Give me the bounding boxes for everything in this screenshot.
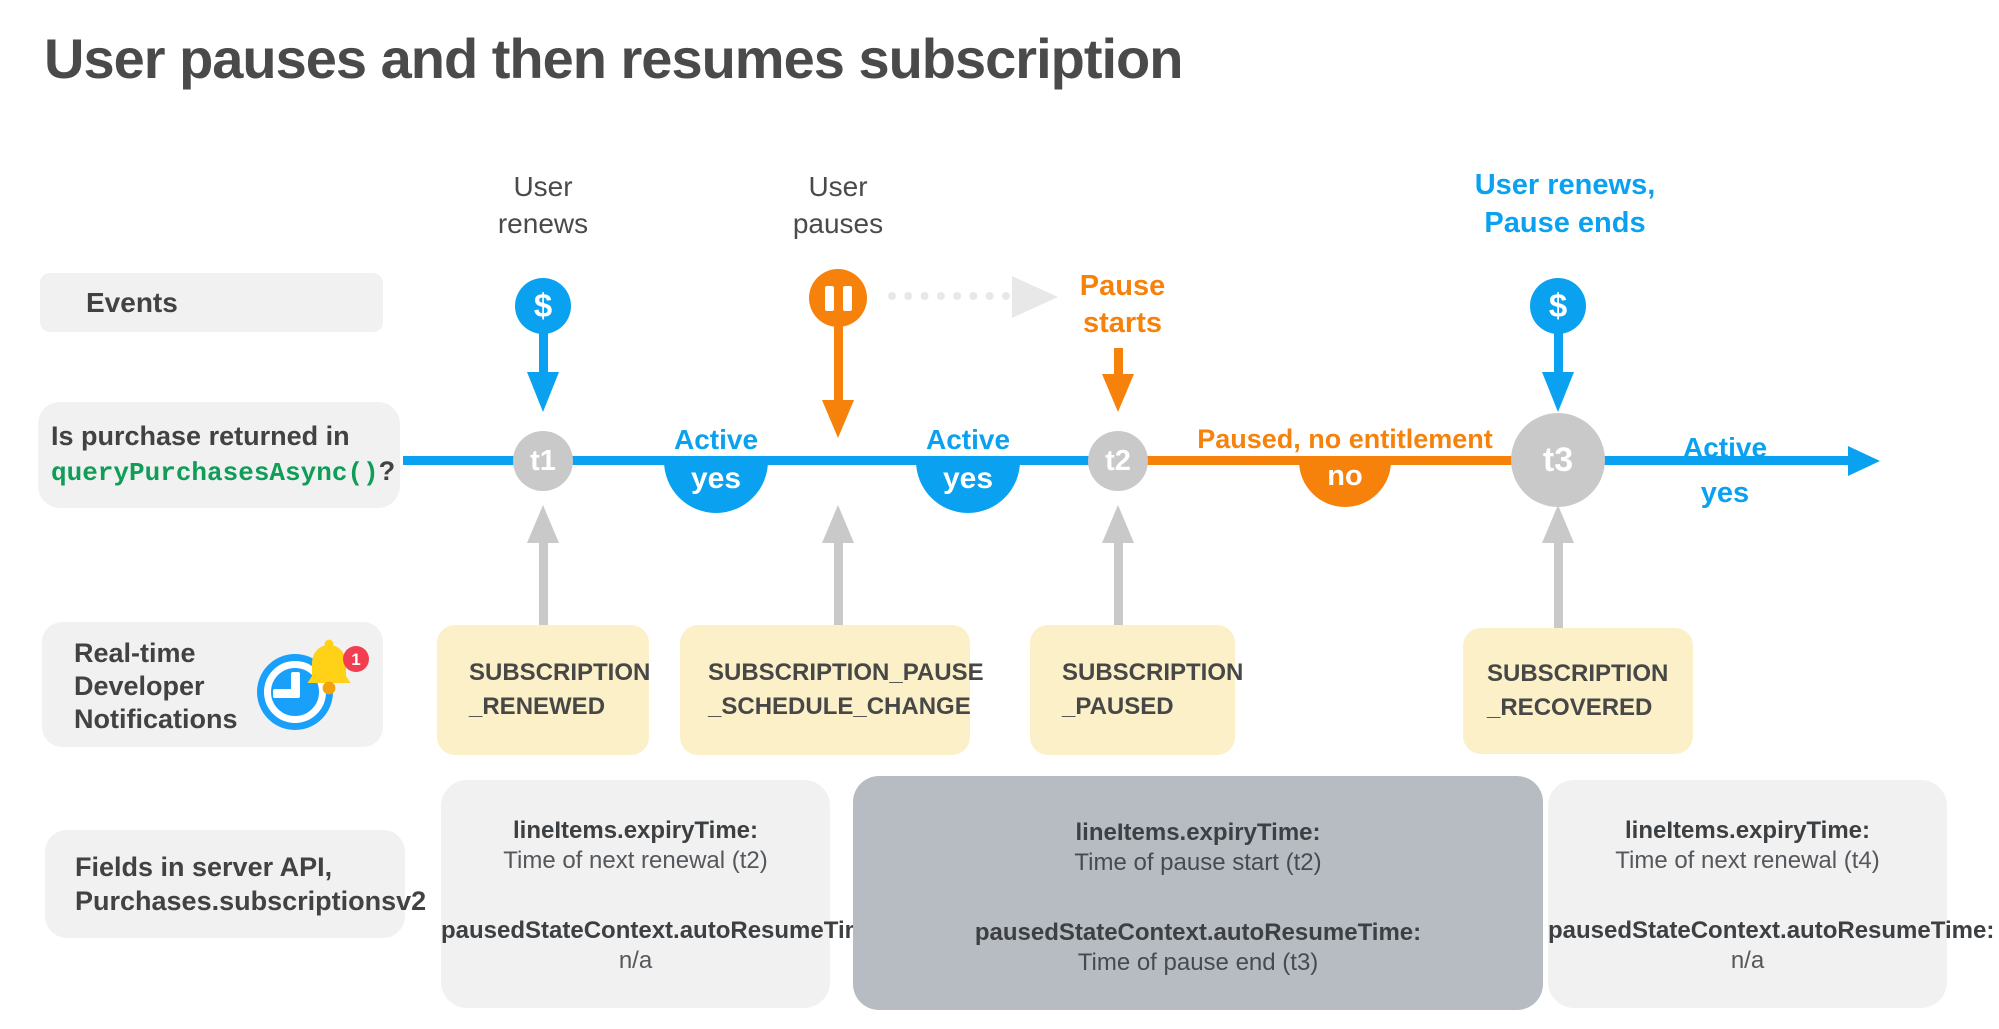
pause-arrow-head: [822, 400, 854, 438]
dotted-arrow-line: [888, 292, 1010, 300]
rtdn-arrow-head-1: [527, 505, 559, 543]
event-user-pauses-label: User pauses: [738, 168, 938, 242]
page-title: User pauses and then resumes subscriptio…: [44, 27, 1183, 90]
pause-bar-right: [842, 285, 852, 311]
event-user-renews-pause-ends-label: User renews, Pause ends: [1435, 166, 1695, 242]
purchase-question-suffix: ?: [378, 456, 396, 486]
field-box-recovered: lineItems.expiryTime: Time of next renew…: [1548, 780, 1995, 1008]
entitlement-yes-label-3: yes: [1700, 477, 1750, 509]
server-api-row-label: Fields in server API, Purchases.subscrip…: [45, 830, 427, 938]
rtdn-label-line2: Developer: [74, 671, 205, 701]
renew1-arrow-stem: [539, 332, 548, 374]
event-user-renews-line1: User: [513, 171, 573, 202]
events-row-label: Events: [40, 273, 383, 332]
rtdn-arrow-stem-2: [834, 543, 843, 628]
event-renews-again-line1: User renews,: [1474, 169, 1656, 201]
event-user-pauses-line2: pauses: [792, 208, 884, 239]
event-renews-again-line2: Pause ends: [1484, 207, 1646, 239]
rtdn-arrow-head-2: [822, 505, 854, 543]
pause-starts-line1: Pause: [1079, 270, 1166, 302]
rtdn-row-label: Real-time Developer Notifications 1: [42, 622, 383, 747]
notification-text: SUBSCRIPTION: [1062, 659, 1244, 686]
rtdn-arrow-stem-3: [1114, 543, 1123, 628]
rtdn-label-line3: Notifications: [74, 704, 238, 734]
purchase-question-line1: Is purchase returned in: [51, 421, 350, 451]
event-user-renews-line2: renews: [497, 208, 589, 239]
field-name: lineItems.expiryTime:: [1075, 819, 1321, 846]
notification-text: SUBSCRIPTION: [469, 659, 651, 686]
event-user-pauses-line1: User: [808, 171, 868, 202]
timeline-segment-active-2: [1558, 456, 1850, 465]
pause-starts-label: Pause starts: [1040, 268, 1205, 342]
field-value: Time of pause start (t2): [1074, 849, 1322, 876]
rtdn-arrow-stem-1: [539, 543, 548, 628]
renew2-arrow-stem: [1554, 332, 1563, 374]
clock-minute-hand: [291, 672, 300, 698]
renew1-arrow-head: [527, 372, 559, 412]
state-active-label-3: Active: [1682, 432, 1768, 463]
event-user-renews-label: User renews: [443, 168, 643, 242]
timeline-node-t2: t2: [1088, 431, 1148, 491]
notification-text: _RECOVERED: [1487, 694, 1653, 721]
renew2-arrow-head: [1542, 372, 1574, 412]
field-value: Time of next renewal (t2): [503, 847, 768, 874]
timeline-node-t1: t1: [513, 431, 573, 491]
dollar-icon: $: [515, 278, 571, 334]
rtdn-arrow-head-3: [1102, 505, 1134, 543]
dollar-icon: $: [1530, 278, 1586, 334]
purchase-question-row-label: Is purchase returned in queryPurchasesAs…: [38, 402, 400, 508]
clock-face: [264, 661, 326, 723]
notification-subscription-pause-schedule-change: SUBSCRIPTION_PAUSE _SCHEDULE_CHANGE: [680, 625, 984, 755]
purchase-question-line2: queryPurchasesAsync()?: [51, 454, 400, 491]
notification-subscription-paused: SUBSCRIPTION _PAUSED: [1030, 625, 1244, 755]
state-active-label-2: Active: [925, 424, 1011, 455]
notification-subscription-renewed: SUBSCRIPTION _RENEWED: [437, 625, 651, 755]
notification-subscription-recovered: SUBSCRIPTION _RECOVERED: [1463, 628, 1693, 754]
rtdn-notification-icon: 1: [257, 639, 387, 740]
field-value: n/a: [618, 947, 653, 974]
pause-starts-arrow-head: [1102, 374, 1134, 412]
entitlement-no-badge: no: [1299, 460, 1391, 507]
notification-text: SUBSCRIPTION_PAUSE: [708, 659, 984, 686]
field-value: n/a: [1730, 947, 1765, 974]
events-row-label-text: Events: [86, 286, 178, 318]
notification-badge: 1: [343, 646, 369, 672]
pause-starts-arrow-stem: [1114, 348, 1123, 376]
pause-arrow-stem: [834, 324, 843, 402]
bell-icon: [307, 639, 351, 695]
field-name: lineItems.expiryTime:: [1625, 817, 1870, 844]
field-box-renewed: lineItems.expiryTime: Time of next renew…: [441, 780, 888, 1008]
server-api-label-line2: Purchases.subscriptionsv2: [75, 886, 427, 916]
dotted-arrow-head: [1012, 276, 1058, 318]
field-name: pausedStateContext.autoResumeTime:: [441, 917, 888, 944]
pause-bar-left: [824, 285, 834, 311]
state-paused-label: Paused, no entitlement: [1197, 424, 1493, 454]
field-name: pausedStateContext.autoResumeTime:: [1548, 917, 1995, 944]
field-name: pausedStateContext.autoResumeTime:: [974, 919, 1422, 946]
timeline-arrowhead-icon: [1848, 446, 1880, 476]
pause-starts-line2: starts: [1083, 307, 1162, 339]
entitlement-yes-badge-1: yes: [664, 460, 768, 513]
field-value: Time of pause end (t3): [1077, 949, 1319, 976]
clock-hour-hand: [273, 689, 295, 698]
field-box-paused-highlighted: lineItems.expiryTime: Time of pause star…: [853, 776, 1543, 1010]
notification-text: _SCHEDULE_CHANGE: [708, 693, 971, 720]
state-active-label-1: Active: [673, 424, 759, 455]
pause-icon: [809, 269, 867, 327]
notification-text: _RENEWED: [469, 693, 606, 720]
server-api-label-line1: Fields in server API,: [75, 852, 333, 882]
timeline-node-t3: t3: [1511, 413, 1605, 507]
notification-text: SUBSCRIPTION: [1487, 660, 1669, 687]
rtdn-label-line1: Real-time: [74, 638, 196, 668]
rtdn-arrow-head-4: [1542, 505, 1574, 543]
field-value: Time of next renewal (t4): [1615, 847, 1880, 874]
rtdn-arrow-stem-4: [1554, 543, 1563, 628]
entitlement-yes-badge-2: yes: [916, 460, 1020, 513]
notification-text: _PAUSED: [1062, 693, 1174, 720]
field-name: lineItems.expiryTime:: [513, 817, 758, 844]
query-purchases-code: queryPurchasesAsync(): [51, 458, 379, 488]
